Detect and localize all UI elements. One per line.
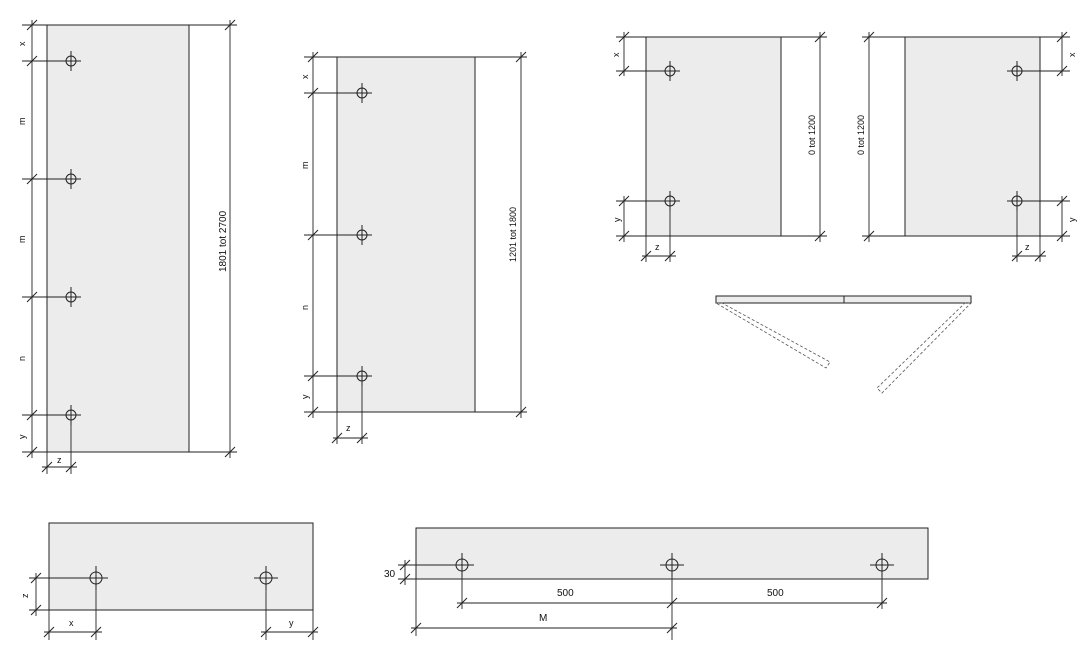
hole-marker — [1007, 61, 1027, 81]
dimension-30-left: 30 — [384, 559, 450, 585]
dimension-z-bottom: z — [41, 425, 77, 474]
double-door-swing-view — [714, 295, 972, 394]
dim-label-z: z — [346, 423, 351, 433]
dim-label-y: y — [1067, 217, 1077, 222]
panel-three-holes: x m n y 1201 tot 1800 z — [300, 51, 527, 444]
dim-label-range: 1801 tot 2700 — [218, 210, 229, 272]
dimension-overall-right: 0 tot 1200 — [781, 31, 827, 242]
hole-marker — [660, 553, 684, 577]
dim-label-y: y — [300, 394, 310, 399]
panel-plate — [48, 522, 314, 611]
dim-label-range: 1201 tot 1800 — [508, 207, 518, 262]
dimension-overall-right: 1201 tot 1800 — [475, 51, 527, 418]
dimension-chain-left: x m m n y — [17, 19, 62, 458]
panel-plate — [46, 24, 190, 453]
hole-marker — [870, 553, 894, 577]
panel-two-holes-right: 0 tot 1200 x y z — [856, 31, 1077, 262]
dimension-chain-left: x m n y — [300, 51, 352, 418]
dim-label-n: n — [300, 305, 310, 310]
hole-marker — [352, 225, 372, 245]
panel-plate — [645, 36, 782, 237]
dimension-overall-left: 0 tot 1200 — [856, 31, 905, 242]
dim-label-x: x — [611, 52, 621, 57]
dimension-500-chain: 500 500 — [456, 577, 888, 640]
dimension-z-left: z — [20, 572, 84, 616]
hole-marker — [1007, 191, 1027, 211]
dim-label-z: z — [1025, 242, 1030, 252]
dim-label-500: 500 — [767, 588, 784, 599]
hole-marker — [450, 553, 474, 577]
dim-label-x: x — [69, 618, 74, 628]
dim-label-m: m — [17, 236, 27, 244]
dim-label-x: x — [1067, 52, 1077, 57]
door-swing-left — [714, 302, 831, 369]
dimension-z-bottom: z — [640, 211, 676, 262]
hole-marker — [352, 366, 372, 386]
dim-label-m: m — [17, 118, 27, 126]
hole-marker — [254, 566, 278, 590]
panel-long-strip: 30 500 500 M — [384, 527, 929, 640]
dimension-y-bottom: y — [260, 590, 319, 640]
dim-label-30: 30 — [384, 569, 396, 580]
hole-marker — [660, 61, 680, 81]
dim-label-y: y — [612, 217, 622, 222]
dim-label-m: m — [300, 162, 310, 170]
panel-four-holes: x m m n y 1801 tot 2700 z — [17, 19, 237, 474]
dimension-z-bottom: z — [1011, 211, 1046, 262]
dimension-z-bottom: z — [331, 386, 368, 444]
door-leaf-left — [715, 295, 845, 304]
hole-marker — [61, 169, 81, 189]
dim-label-M: M — [539, 613, 547, 624]
dim-label-range: 0 tot 1200 — [807, 115, 817, 155]
hole-marker — [61, 405, 81, 425]
dim-label-n: n — [17, 356, 27, 361]
door-leaf-right — [843, 295, 972, 304]
dimension-x-right: x — [1027, 31, 1077, 77]
dimension-y-left: y — [612, 195, 660, 242]
dim-label-y: y — [17, 434, 27, 439]
panel-horizontal-two-holes: z x y — [20, 522, 319, 640]
dim-label-500: 500 — [557, 588, 574, 599]
panel-two-holes-left: x y 0 tot 1200 z — [611, 31, 827, 262]
hole-marker — [352, 83, 372, 103]
dim-label-z: z — [655, 242, 660, 252]
hole-marker — [84, 566, 108, 590]
dim-label-range: 0 tot 1200 — [856, 115, 866, 155]
dimension-y-right: y — [1027, 195, 1077, 242]
dimension-x-left: x — [611, 31, 660, 77]
dimension-M: M — [410, 579, 678, 636]
dim-label-x: x — [17, 41, 27, 46]
dimension-overall-right: 1801 tot 2700 — [189, 19, 237, 458]
hole-marker — [61, 51, 81, 71]
dim-label-z: z — [20, 593, 30, 598]
dim-label-x: x — [300, 74, 310, 79]
dim-label-z: z — [57, 455, 62, 465]
dimension-x-bottom: x — [43, 590, 102, 640]
door-swing-right — [876, 302, 972, 394]
hole-marker — [660, 191, 680, 211]
hole-marker — [61, 287, 81, 307]
dim-label-y: y — [289, 618, 294, 628]
